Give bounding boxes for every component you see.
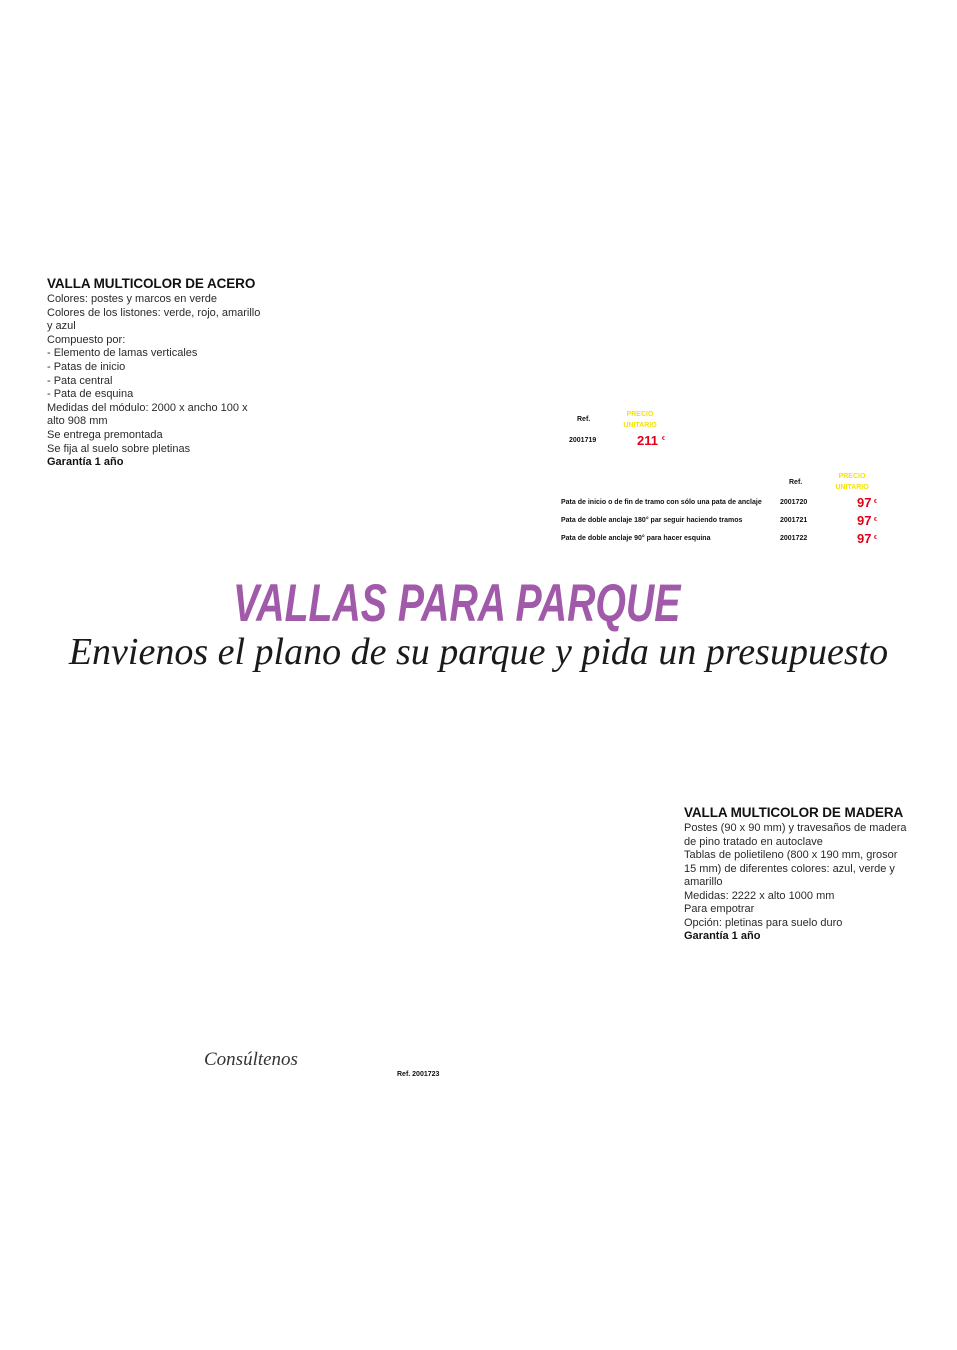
ref-column-header: Ref. (789, 479, 803, 486)
steel-fence-spec-line: Se fija al suelo sobre pletinas (47, 442, 191, 455)
steel-fence-spec-line: - Pata de esquina (47, 388, 134, 401)
wood-fence-ref: Ref. 2001723 (397, 1071, 440, 1078)
currency-symbol: € (662, 436, 665, 442)
unit-price-header-line: PRECIO (626, 411, 654, 418)
product-ref: 2001719 (569, 437, 597, 444)
section-subtitle: Envienos el plano de su parque y pida un… (68, 631, 889, 673)
ref-column-header: Ref. (577, 416, 591, 423)
accessory-description: Pata de inicio o de fin de tramo con sól… (561, 499, 762, 506)
currency-symbol: € (874, 517, 877, 523)
unit-price-column-header: PRECIO UNITARIO (610, 409, 670, 431)
steel-fence-spec-line: y azul (47, 320, 76, 333)
steel-fence-spec-line: Medidas del módulo: 2000 x ancho 100 x (47, 401, 248, 414)
steel-fence-warranty: Garantía 1 año (47, 456, 124, 469)
steel-fence-spec-line: - Patas de inicio (47, 360, 126, 373)
wood-fence-spec-line: Para empotrar (684, 903, 755, 915)
wood-fence-spec-line: Medidas: 2222 x alto 1000 mm (684, 889, 835, 902)
unit-price-header-line: UNITARIO (835, 484, 869, 491)
accessory-price: 97 (857, 495, 872, 510)
steel-fence-title: VALLA MULTICOLOR DE ACERO (47, 276, 256, 291)
unit-price-header-line: PRECIO (838, 473, 866, 480)
unit-price-column-header: PRECIO UNITARIO (822, 471, 882, 493)
wood-fence-spec-line: 15 mm) de diferentes colores: azul, verd… (684, 862, 895, 875)
wood-fence-spec-line: Tablas de polietileno (800 x 190 mm, gro… (684, 849, 898, 861)
steel-fence-spec-line: Compuesto por: (47, 333, 126, 346)
unit-price-header-line: UNITARIO (623, 422, 657, 429)
wood-fence-spec-line: Opción: pletinas para suelo duro (684, 916, 843, 929)
accessory-ref: 2001721 (780, 517, 808, 524)
currency-symbol: € (874, 499, 877, 505)
accessory-price: 97 (857, 513, 872, 528)
steel-fence-spec-line: alto 908 mm (47, 415, 108, 428)
accessory-description: Pata de doble anclaje 180° par seguir ha… (561, 517, 743, 524)
currency-symbol: € (874, 535, 877, 541)
steel-fence-spec-line: - Pata central (47, 374, 113, 387)
accessory-ref: 2001720 (780, 499, 808, 506)
steel-fence-spec-line: - Elemento de lamas verticales (47, 347, 198, 360)
wood-fence-description: VALLA MULTICOLOR DE MADERA Postes (90 x … (684, 803, 907, 944)
accessory-price: 97 (857, 531, 872, 546)
steel-fence-spec-line: Colores de los listones: verde, rojo, am… (47, 306, 261, 319)
wood-fence-spec-line: amarillo (684, 876, 723, 888)
wood-fence-title: VALLA MULTICOLOR DE MADERA (684, 805, 904, 820)
wood-fence-warranty: Garantía 1 año (684, 930, 761, 942)
steel-fence-spec-line: Se entrega premontada (47, 428, 163, 441)
wood-fence-spec-line: de pino tratado en autoclave (684, 835, 823, 848)
section-title: VALLAS PARA PARQUE (233, 574, 681, 633)
steel-fence-description: VALLA MULTICOLOR DE ACERO Colores: poste… (47, 274, 260, 470)
wood-fence-spec-line: Postes (90 x 90 mm) y travesaños de made… (684, 822, 907, 834)
accessory-ref: 2001722 (780, 535, 808, 542)
accessory-description: Pata de doble anclaje 90° para hacer esq… (561, 535, 711, 542)
steel-fence-spec-line: Colores: postes y marcos en verde (47, 293, 217, 305)
consult-price-note: Consúltenos (204, 1049, 298, 1070)
product-price: 211 (637, 433, 658, 448)
